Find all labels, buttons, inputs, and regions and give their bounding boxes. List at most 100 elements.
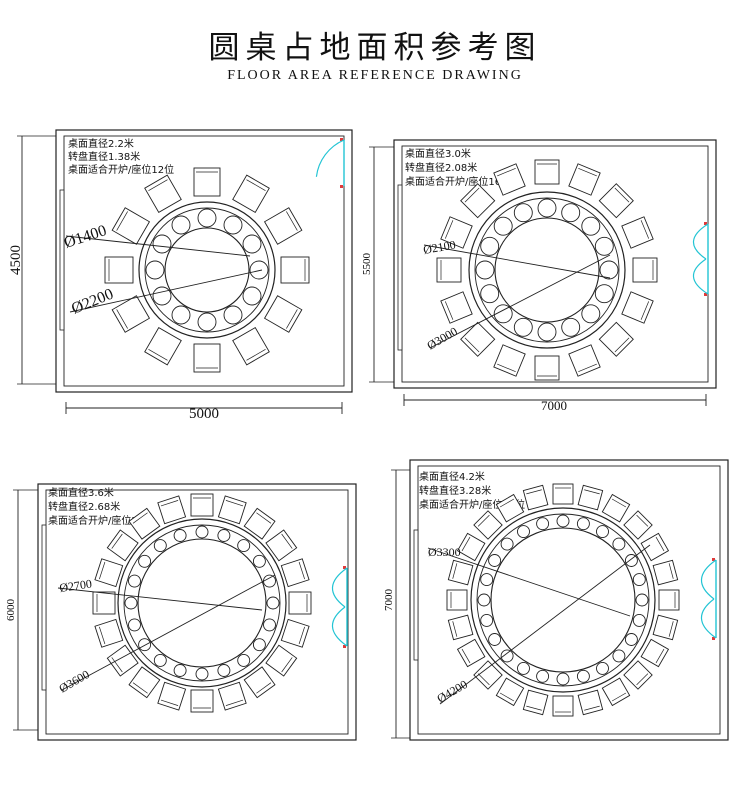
room-width-label: 5000 <box>189 406 219 422</box>
turntable-leader-line <box>423 244 611 279</box>
turntable-leader-line <box>65 235 251 257</box>
table-leader-line <box>439 544 651 705</box>
chair <box>446 589 468 611</box>
place-setting <box>153 653 167 667</box>
table-leader-line <box>69 269 263 313</box>
place-setting <box>556 514 570 528</box>
chair <box>652 559 679 586</box>
chair <box>460 183 496 219</box>
place-setting <box>632 573 646 587</box>
chair <box>534 355 560 381</box>
chair <box>598 183 634 219</box>
place-setting <box>237 653 251 667</box>
chair <box>263 207 303 245</box>
room-outer-wall <box>37 483 357 741</box>
chair <box>157 681 187 711</box>
place-setting <box>475 260 495 280</box>
place-setting <box>197 312 217 332</box>
chair <box>640 532 670 562</box>
place-setting <box>128 618 141 632</box>
door-hinge <box>712 637 715 640</box>
place-setting <box>217 664 231 677</box>
place-setting <box>632 613 646 627</box>
table-spec-note: 转盘直径3.28米 <box>419 484 491 497</box>
chair <box>623 510 653 540</box>
door-swing-arc <box>331 606 348 647</box>
room-outer-wall <box>409 459 729 741</box>
chair <box>94 618 124 648</box>
place-setting <box>152 286 172 306</box>
place-setting <box>171 305 191 325</box>
table-diameter-label: Ø2200 <box>69 286 116 318</box>
place-setting <box>493 216 513 236</box>
chair <box>144 174 182 214</box>
chair <box>243 666 276 699</box>
place-setting <box>513 203 533 223</box>
door-swing-arc <box>700 598 717 639</box>
chair <box>288 591 312 615</box>
chair <box>265 529 298 562</box>
chair <box>577 484 604 511</box>
chair <box>623 660 653 690</box>
chair <box>473 660 503 690</box>
turntable-leader-line <box>57 587 263 611</box>
place-setting <box>173 529 187 542</box>
place-setting <box>152 234 172 254</box>
turntable <box>164 227 250 313</box>
door-swing-arc <box>692 223 709 260</box>
room-height-label: 4500 <box>8 245 24 275</box>
chair <box>111 207 151 245</box>
chair <box>280 618 310 648</box>
place-setting <box>195 667 209 681</box>
place-setting <box>263 618 276 632</box>
place-setting <box>124 596 138 610</box>
place-setting <box>480 236 500 256</box>
place-setting <box>138 554 152 568</box>
door-hinge <box>340 185 343 188</box>
door-hinge <box>704 222 707 225</box>
place-setting <box>252 554 266 568</box>
door-swing-arc <box>331 567 348 608</box>
place-setting <box>153 539 167 553</box>
turntable-diameter-label: Ø2700 <box>58 577 92 595</box>
room-outer-wall <box>55 129 353 393</box>
door-hinge <box>340 138 343 141</box>
room-width-label: 7000 <box>541 398 567 413</box>
room-height-label: 6000 <box>5 599 17 622</box>
place-setting <box>197 208 217 228</box>
place-setting <box>561 317 581 337</box>
table-spec-note: 桌面直径2.2米 <box>68 137 134 150</box>
chair <box>157 495 187 525</box>
chair <box>280 256 310 284</box>
chair <box>190 493 214 517</box>
chair <box>265 644 298 677</box>
place-setting <box>513 317 533 337</box>
place-setting <box>581 216 601 236</box>
table-spec-note: 桌面直径3.6米 <box>48 486 114 499</box>
place-setting <box>488 633 502 646</box>
place-setting <box>576 517 590 531</box>
place-setting <box>249 260 269 280</box>
place-setting <box>599 260 619 280</box>
place-setting <box>266 596 280 610</box>
chair <box>193 343 221 373</box>
place-setting <box>252 638 266 652</box>
place-setting <box>576 669 590 683</box>
chair <box>495 677 525 707</box>
chair <box>447 614 474 641</box>
place-setting <box>237 539 251 553</box>
turntable-leader-line <box>427 547 631 617</box>
chair <box>552 483 574 505</box>
chair <box>621 216 654 249</box>
door-hinge <box>343 645 346 648</box>
turntable <box>494 217 600 323</box>
chair <box>263 295 303 333</box>
door-hinge <box>712 558 715 561</box>
chair <box>440 216 473 249</box>
place-setting <box>537 198 557 218</box>
chair <box>456 532 486 562</box>
chair <box>94 558 124 588</box>
place-setting <box>480 613 494 627</box>
chair <box>552 695 574 717</box>
place-setting <box>612 537 626 551</box>
